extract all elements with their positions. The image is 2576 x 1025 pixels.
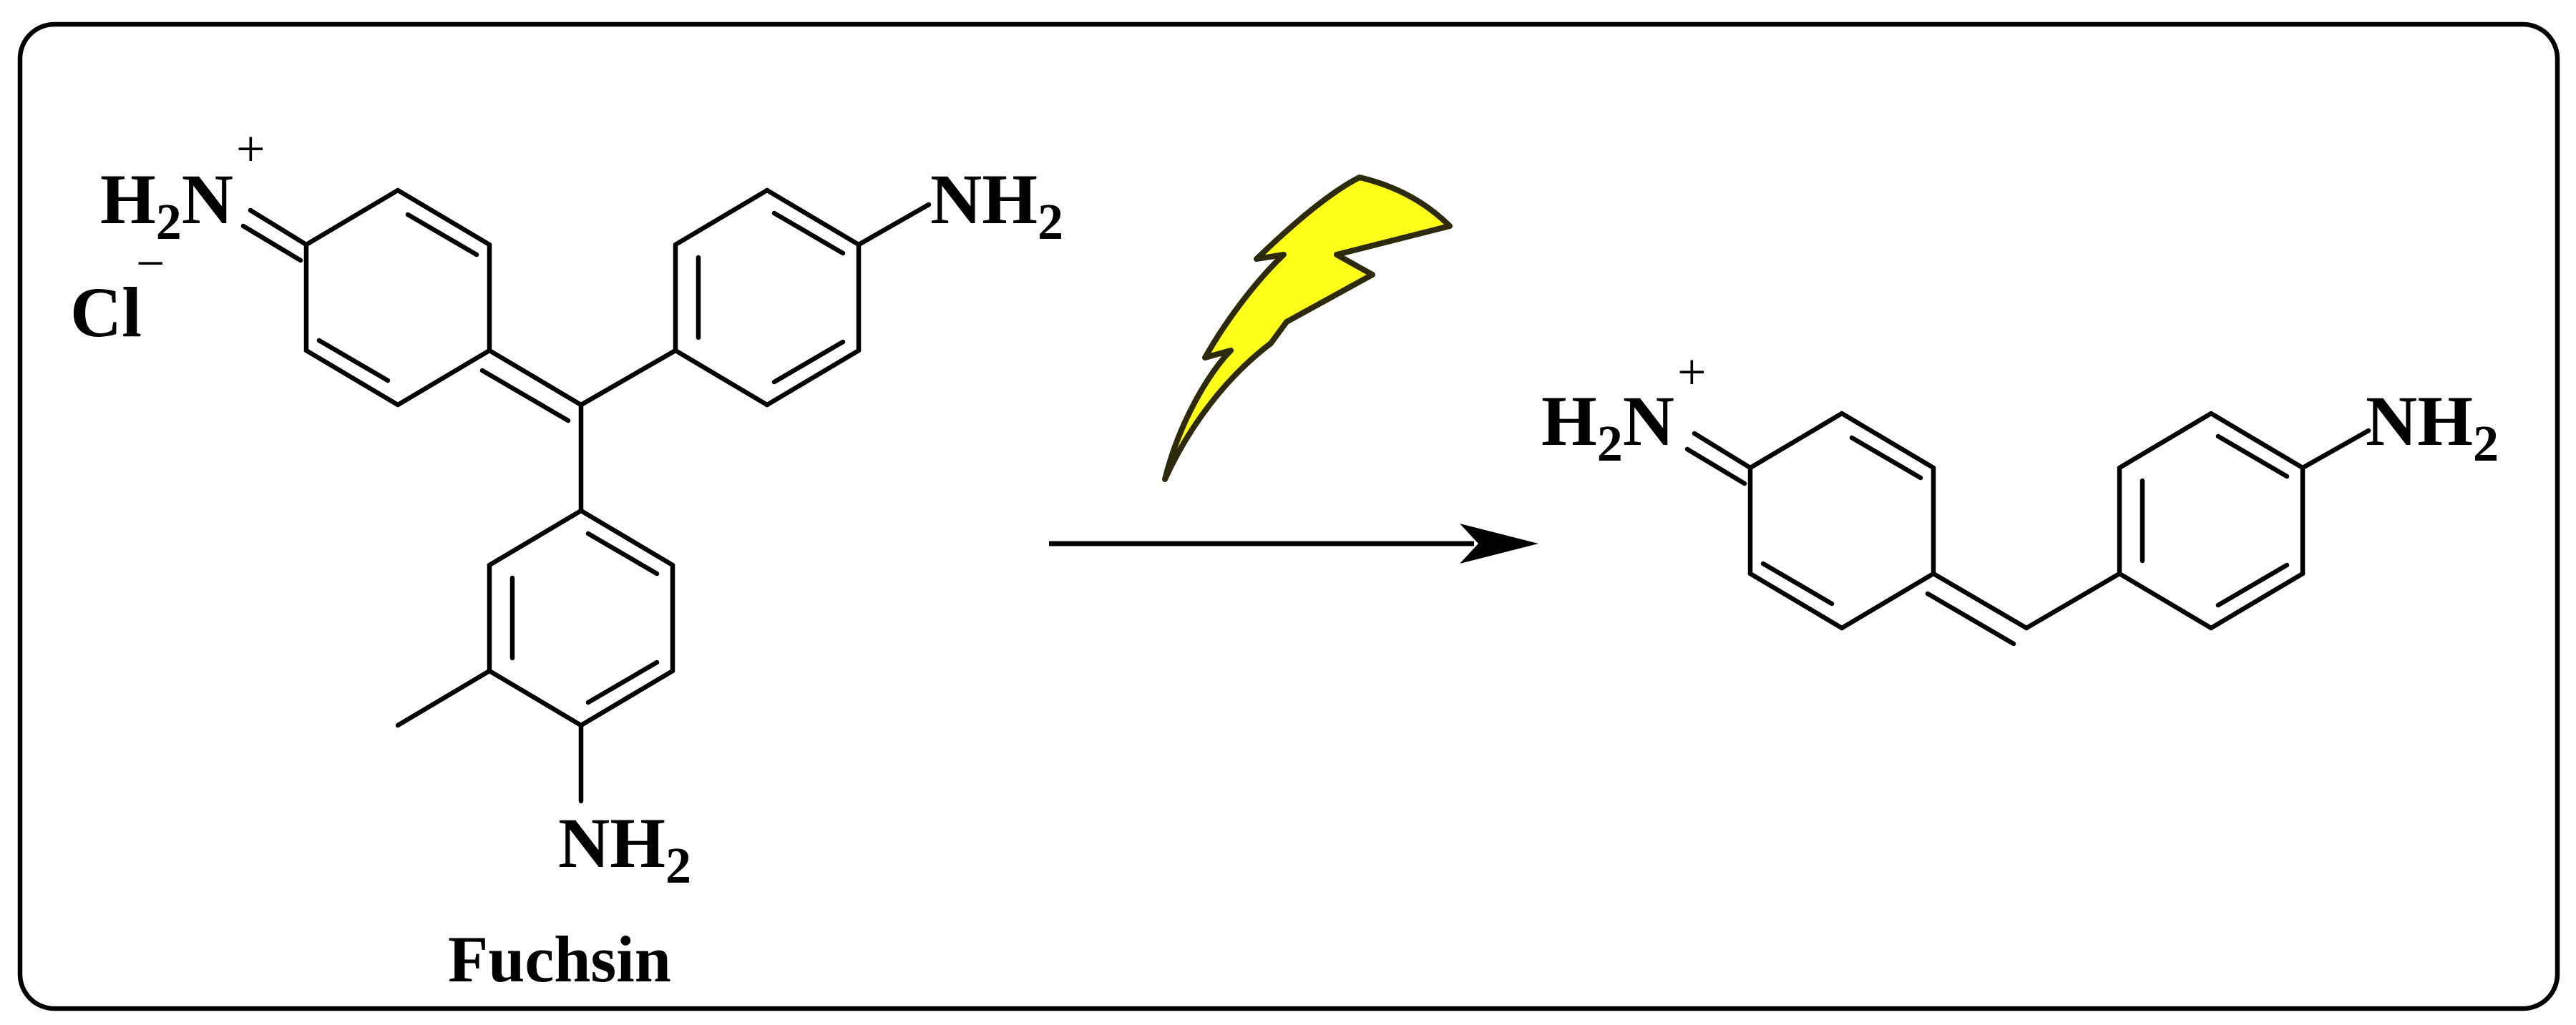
- reactant-iminium-charge: +: [236, 120, 265, 177]
- product-aniline-ring: [2117, 411, 2306, 631]
- reactant-name: Fuchsin: [448, 923, 671, 996]
- reaction-arrow: [1049, 524, 1538, 564]
- central-double-bond: [487, 348, 584, 408]
- iminium-double-bond: [248, 207, 309, 247]
- reactant-lower-amine-label: NH2: [558, 803, 691, 894]
- reactant-upper-amine-label: NH2: [930, 160, 1063, 250]
- counterion-label: Cl: [70, 273, 142, 352]
- product-quinoid-ring: [1747, 411, 1936, 631]
- product-iminium-charge: +: [1677, 343, 1707, 401]
- toluidine-ring-bottom: [487, 508, 675, 728]
- product-methine-bond: [2024, 571, 2122, 631]
- product-amine-label: NH2: [2366, 381, 2499, 472]
- quinoid-ring-left: [303, 187, 492, 408]
- product-iminium-double-bond: [1692, 431, 1753, 471]
- counterion-charge: −: [136, 235, 165, 292]
- lightning-bolt-icon: [1162, 175, 1453, 482]
- reactant-iminium-label: H2N: [100, 160, 233, 250]
- frame-border: [17, 21, 2560, 1011]
- methyl-bond: [395, 668, 492, 728]
- aniline-ring-upper: [673, 187, 862, 408]
- central-to-ring-right: [578, 348, 678, 408]
- upper-amine-bond: [856, 202, 932, 247]
- fuchsin-molecule: H2N + Cl − NH2 NH2 Fuchsin: [70, 120, 1063, 996]
- product-amine-bond: [2300, 428, 2371, 471]
- product-iminium-label: H2N: [1541, 381, 1674, 472]
- product-molecule: H2N + NH2: [1541, 343, 2499, 647]
- product-methine-double-bond: [1931, 571, 2029, 631]
